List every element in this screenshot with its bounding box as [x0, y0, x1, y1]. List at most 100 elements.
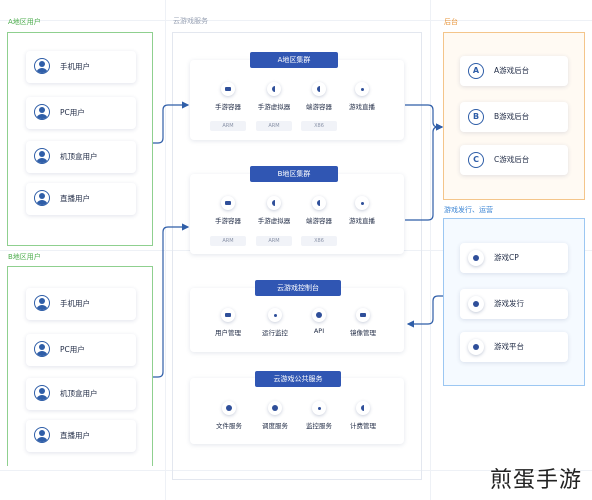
publish-card-release[interactable]: 游戏发行	[460, 289, 568, 319]
live-icon	[355, 196, 369, 210]
monitor-service-icon	[312, 401, 326, 415]
cluster-b-tag-1: ARM	[210, 236, 246, 246]
console-node-2[interactable]: 运行监控	[253, 308, 297, 337]
cluster-a-node-4[interactable]: 游戏直播	[340, 82, 384, 111]
user-avatar-icon	[34, 427, 50, 443]
b-user-card-live[interactable]: 直播用户	[26, 420, 136, 452]
publish-label: 游戏发行	[494, 299, 524, 308]
cluster-b-node-1[interactable]: 手游容器	[206, 196, 250, 225]
publish-card-cp[interactable]: 游戏CP	[460, 243, 568, 273]
node-label: 计费管理	[350, 422, 376, 430]
user-label: 手机用户	[60, 299, 90, 308]
letter-c-icon: C	[468, 152, 484, 168]
pc-container-icon	[312, 82, 326, 96]
b-user-card-pc[interactable]: PC用户	[26, 334, 136, 366]
node-label: 端游容器	[306, 103, 332, 111]
user-label: 机顶盒用户	[60, 389, 98, 398]
node-label: 监控服务	[306, 422, 332, 430]
schedule-icon	[268, 401, 282, 415]
node-label: API	[313, 327, 325, 335]
node-label: 调度服务	[262, 422, 288, 430]
cloud-title: 云游戏服务	[173, 17, 208, 25]
cluster-b-tag-2: ARM	[256, 236, 292, 246]
node-label: 手游容器	[215, 103, 241, 111]
emulator-icon	[267, 196, 281, 210]
public-node-1[interactable]: 文件服务	[207, 401, 251, 430]
node-label: 手游容器	[215, 217, 241, 225]
public-node-2[interactable]: 调度服务	[253, 401, 297, 430]
user-label: PC用户	[60, 108, 85, 117]
cluster-b-node-2[interactable]: 手游虚拟器	[252, 196, 296, 225]
console-title: 云游戏控制台	[255, 280, 341, 296]
backend-label: B游戏后台	[494, 112, 530, 121]
cluster-b-node-4[interactable]: 游戏直播	[340, 196, 384, 225]
cluster-a-title: A地区集群	[250, 52, 338, 68]
b-users-title: B地区用户	[8, 253, 41, 261]
game-platform-icon	[468, 339, 484, 355]
node-label: 游戏直播	[349, 217, 375, 225]
file-service-icon	[222, 401, 236, 415]
monitor-icon	[268, 308, 282, 322]
user-label: PC用户	[60, 345, 85, 354]
node-label: 镜像管理	[350, 329, 376, 337]
publish-label: 游戏CP	[494, 253, 519, 262]
node-label: 手游虚拟器	[257, 103, 291, 111]
console-node-3[interactable]: API	[297, 308, 341, 335]
backend-card-c[interactable]: C C游戏后台	[460, 145, 568, 175]
public-node-4[interactable]: 计费管理	[341, 401, 385, 430]
cluster-a-node-1[interactable]: 手游容器	[206, 82, 250, 111]
console-node-1[interactable]: 用户管理	[206, 308, 250, 337]
a-user-card-stb[interactable]: 机顶盒用户	[26, 141, 136, 173]
cluster-b-node-3[interactable]: 端游容器	[297, 196, 341, 225]
b-user-card-stb[interactable]: 机顶盒用户	[26, 378, 136, 410]
letter-a-icon: A	[468, 63, 484, 79]
container-icon	[221, 82, 235, 96]
console-node-4[interactable]: 镜像管理	[341, 308, 385, 337]
node-label: 手游虚拟器	[257, 217, 291, 225]
cluster-a-node-2[interactable]: 手游虚拟器	[252, 82, 296, 111]
container-icon	[221, 196, 235, 210]
publish-label: 游戏平台	[494, 342, 524, 351]
public-node-3[interactable]: 监控服务	[297, 401, 341, 430]
arrow-cluster-b-to-backend	[405, 123, 444, 221]
arrow-cluster-a-to-backend	[405, 104, 444, 131]
watermark-text: 煎蛋手游	[489, 468, 582, 493]
backend-card-b[interactable]: B B游戏后台	[460, 102, 568, 132]
cluster-a-tag-3: X86	[301, 121, 337, 131]
game-cp-icon	[468, 250, 484, 266]
backend-title: 后台	[444, 18, 458, 26]
node-label: 用户管理	[215, 329, 241, 337]
emulator-icon	[267, 82, 281, 96]
backend-card-a[interactable]: A A游戏后台	[460, 56, 568, 86]
b-user-card-mobile[interactable]: 手机用户	[26, 288, 136, 320]
image-manage-icon	[356, 308, 370, 322]
cluster-b-title: B地区集群	[250, 166, 338, 182]
user-avatar-icon	[34, 148, 50, 164]
node-label: 运行监控	[262, 329, 288, 337]
publish-title: 游戏发行、运营	[444, 206, 493, 214]
a-users-title: A地区用户	[8, 18, 41, 26]
user-avatar-icon	[34, 341, 50, 357]
a-user-card-live[interactable]: 直播用户	[26, 183, 136, 215]
arrow-b-users-to-cluster-b	[153, 223, 190, 378]
node-label: 端游容器	[306, 217, 332, 225]
node-label: 游戏直播	[349, 103, 375, 111]
backend-label: A游戏后台	[494, 66, 530, 75]
letter-b-icon: B	[468, 109, 484, 125]
user-manage-icon	[221, 308, 235, 322]
cloud-zone	[172, 32, 422, 480]
cluster-a-node-3[interactable]: 端游容器	[297, 82, 341, 111]
user-avatar-icon	[34, 104, 50, 120]
user-label: 机顶盒用户	[60, 152, 98, 161]
a-users-zone	[7, 32, 153, 246]
game-release-icon	[468, 296, 484, 312]
a-user-card-pc[interactable]: PC用户	[26, 97, 136, 129]
publish-card-platform[interactable]: 游戏平台	[460, 332, 568, 362]
cluster-a-tag-1: ARM	[210, 121, 246, 131]
user-avatar-icon	[34, 58, 50, 74]
live-icon	[355, 82, 369, 96]
a-user-card-mobile[interactable]: 手机用户	[26, 51, 136, 83]
public-title: 云游戏公共服务	[255, 371, 341, 387]
arrow-publish-to-console	[406, 295, 443, 328]
user-avatar-icon	[34, 190, 50, 206]
